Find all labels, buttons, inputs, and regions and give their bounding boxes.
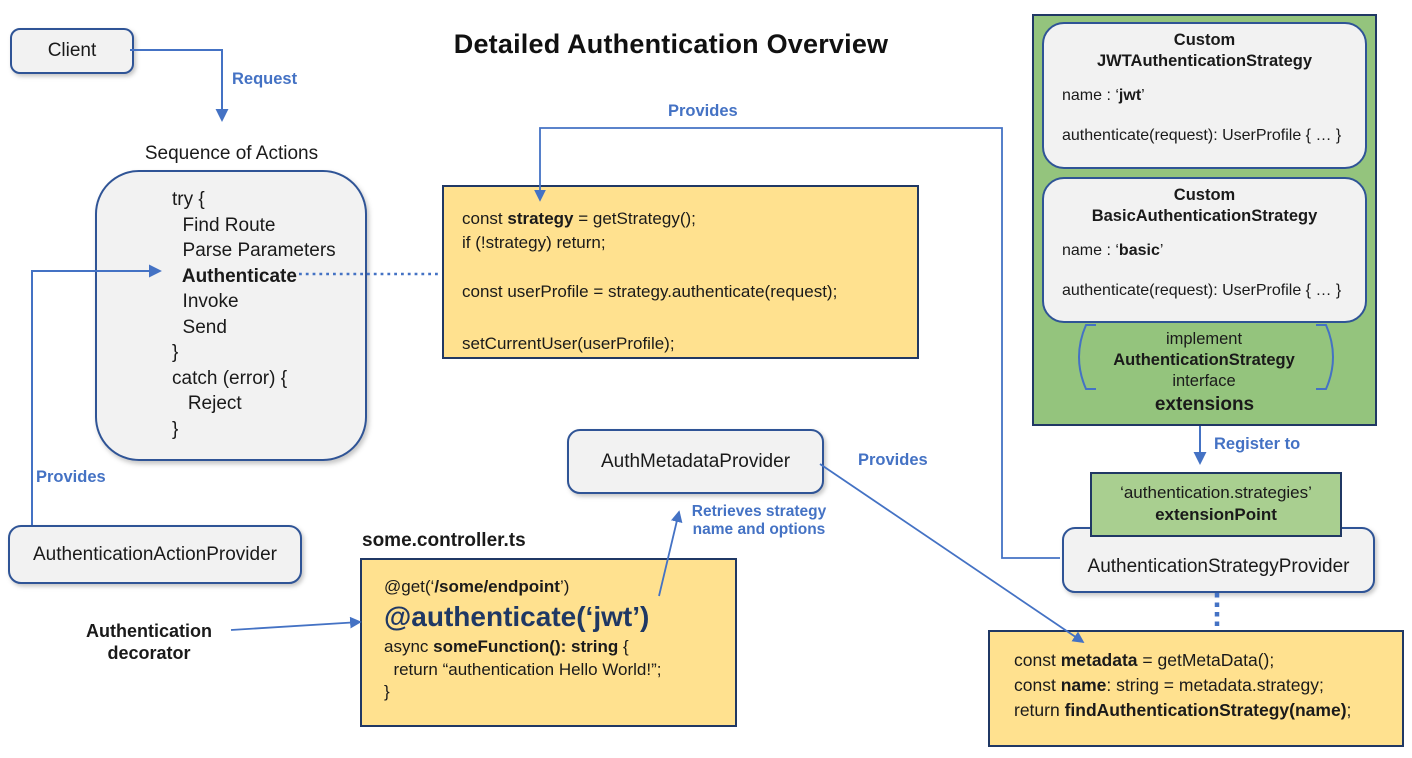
extensions-panel: Custom JWTAuthenticationStrategy name : … xyxy=(1032,14,1377,426)
basic-card-title2: BasicAuthenticationStrategy xyxy=(1091,207,1318,225)
code-line: return findAuthenticationStrategy(name); xyxy=(1014,700,1352,720)
sequence-of-actions-box: try { Find Route Parse Parameters Authen… xyxy=(95,170,367,461)
request-label: Request xyxy=(232,70,298,88)
authentication-strategy-provider-label: AuthenticationStrategyProvider xyxy=(1087,556,1350,577)
code-line-async: async someFunction(): string { xyxy=(384,637,629,656)
decorator-arrow xyxy=(230,616,362,631)
basic-card-title: Custom xyxy=(1173,186,1236,204)
authentication-action-provider-label: AuthenticationActionProvider xyxy=(33,543,277,565)
sequence-line: } xyxy=(172,342,179,363)
extension-point-box: ‘authentication.strategies’ extensionPoi… xyxy=(1090,472,1342,537)
code-line-get: @get(‘/some/endpoint’) xyxy=(384,577,570,596)
code-line-return: return “authentication Hello World!”; xyxy=(384,660,662,679)
sequence-line-authenticate: Authenticate xyxy=(172,265,297,287)
sequence-line: try { xyxy=(172,189,205,210)
register-to-label: Register to xyxy=(1214,435,1301,453)
authentication-action-provider-box: AuthenticationActionProvider xyxy=(8,525,302,584)
provides-right-label: Provides xyxy=(858,451,928,469)
code-line: const userProfile = strategy.authenticat… xyxy=(462,282,838,301)
auth-metadata-provider-label: AuthMetadataProvider xyxy=(600,450,791,472)
jwt-card-title: Custom xyxy=(1173,31,1236,49)
sequence-line: Send xyxy=(172,316,227,338)
authentication-decorator-label: Authentication decorator xyxy=(86,621,212,663)
code-line: const metadata = getMetaData(); xyxy=(1014,650,1275,670)
sequence-line: Parse Parameters xyxy=(172,240,336,261)
auth-metadata-provider-box: AuthMetadataProvider xyxy=(567,429,824,494)
retrieves-strategy-label: Retrieves strategy name and options xyxy=(691,503,827,538)
authentication-strategy-provider-box: AuthenticationStrategyProvider xyxy=(1062,527,1375,593)
basic-name-line: name : ‘basic’ xyxy=(1062,242,1164,259)
strategy-code-box: const strategy = getStrategy(); if (!str… xyxy=(442,185,919,359)
implement-interface-label: implement AuthenticationStrategy interfa… xyxy=(1113,330,1295,390)
code-line: const name: string = metadata.strategy; xyxy=(1014,675,1324,695)
sequence-line: Invoke xyxy=(172,291,239,312)
jwt-method-line: authenticate(request): UserProfile { … } xyxy=(1062,127,1342,144)
jwt-strategy-card: Custom JWTAuthenticationStrategy name : … xyxy=(1042,22,1367,169)
extension-point-caption: extensionPoint xyxy=(1155,505,1277,524)
sequence-line: catch (error) { xyxy=(172,367,288,389)
sequence-of-actions-title: Sequence of Actions xyxy=(144,143,319,164)
client-box: Client xyxy=(10,28,134,74)
find-strategy-code-box: const metadata = getMetaData(); const na… xyxy=(988,630,1404,747)
provides-right-arrow xyxy=(819,463,1085,643)
page-title: Detailed Authentication Overview xyxy=(453,29,889,59)
extension-point-key: ‘authentication.strategies’ xyxy=(1120,483,1312,502)
code-line: const strategy = getStrategy(); xyxy=(462,209,696,228)
controller-filename-label: some.controller.ts xyxy=(362,530,526,551)
code-line-close: } xyxy=(384,682,390,701)
controller-code-box: @get(‘/some/endpoint’) @authenticate(‘jw… xyxy=(360,558,737,727)
code-line-authenticate-decorator: @authenticate(‘jwt’) xyxy=(384,601,650,632)
basic-method-line: authenticate(request): UserProfile { … } xyxy=(1062,282,1342,299)
basic-strategy-card: Custom BasicAuthenticationStrategy name … xyxy=(1042,177,1367,323)
code-line: setCurrentUser(userProfile); xyxy=(462,334,675,353)
extensions-caption: extensions xyxy=(1154,394,1255,415)
jwt-name-line: name : ‘jwt’ xyxy=(1062,87,1145,104)
provides-left-label: Provides xyxy=(36,468,106,486)
sequence-line: Find Route xyxy=(172,214,276,236)
provides-top-label: Provides xyxy=(668,102,738,120)
client-label: Client xyxy=(47,40,97,61)
code-line: if (!strategy) return; xyxy=(462,233,606,252)
sequence-line: Reject xyxy=(172,393,242,414)
request-arrow xyxy=(130,49,229,122)
jwt-card-title2: JWTAuthenticationStrategy xyxy=(1096,52,1313,70)
sequence-line: } xyxy=(172,418,179,440)
